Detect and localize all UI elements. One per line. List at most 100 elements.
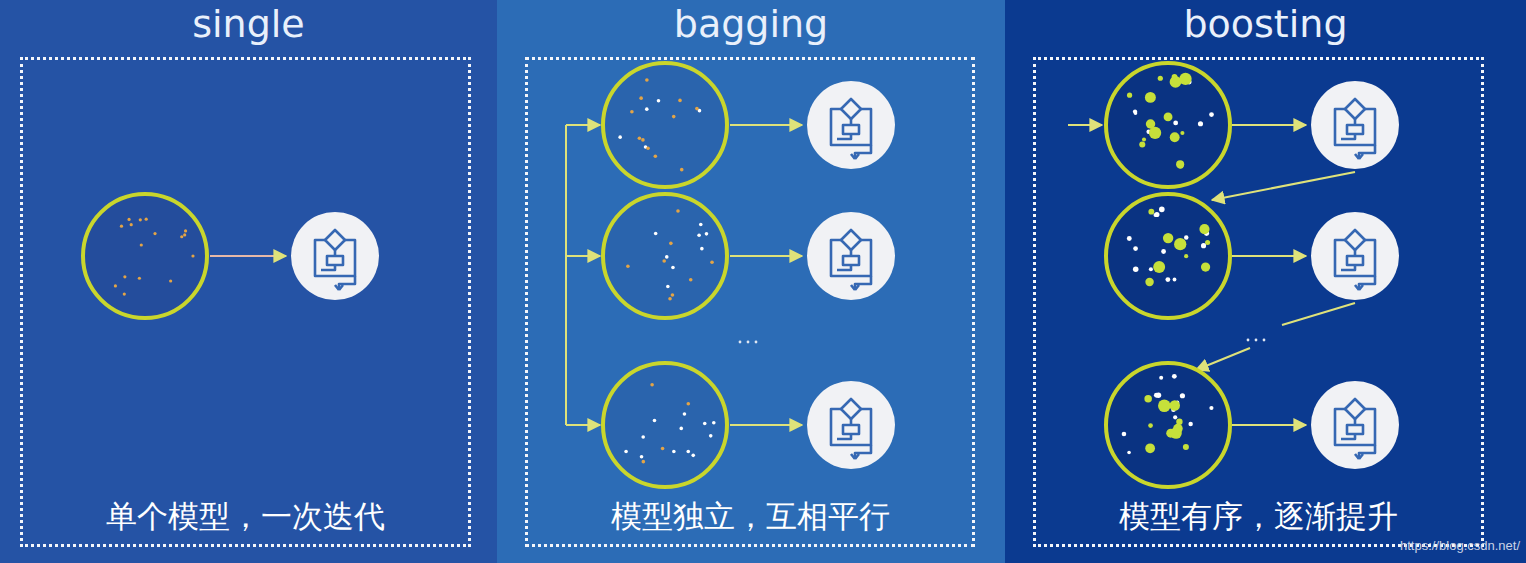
- data-point: [618, 135, 622, 139]
- data-point: [130, 223, 133, 226]
- data-point: [1154, 213, 1158, 217]
- data-point: [678, 99, 682, 103]
- data-point: [1183, 444, 1189, 450]
- data-point: [1127, 93, 1132, 98]
- data-point: [624, 450, 628, 454]
- data-point: [699, 223, 703, 227]
- data-point: [1158, 76, 1163, 81]
- data-point: [1149, 267, 1153, 271]
- data-point: [1133, 266, 1139, 272]
- data-point: [1156, 393, 1162, 399]
- data-point: [1165, 277, 1170, 282]
- data-point: [671, 266, 675, 270]
- data-point: [645, 107, 649, 111]
- panel-title: bagging: [497, 2, 1005, 46]
- data-point: [1158, 399, 1171, 412]
- data-point: [1170, 76, 1182, 88]
- data-point: [700, 247, 704, 251]
- data-point: [672, 115, 676, 119]
- data-point: [657, 99, 661, 103]
- data-point: [642, 460, 646, 464]
- data-point: [650, 383, 654, 387]
- data-point: [1184, 254, 1188, 258]
- data-point: [1122, 432, 1127, 437]
- data-point: [1205, 240, 1210, 245]
- data-point: [697, 233, 701, 237]
- data-point: [138, 277, 141, 280]
- data-point: [153, 232, 156, 235]
- data-point: [710, 260, 714, 264]
- data-point: [687, 402, 691, 406]
- data-point: [695, 107, 699, 111]
- data-point: [1145, 443, 1155, 453]
- data-point: [679, 427, 683, 431]
- data-point: [1145, 92, 1156, 103]
- data-point: [1133, 246, 1138, 251]
- data-point: [653, 419, 657, 423]
- data-point: [1198, 121, 1203, 126]
- data-point: [1153, 261, 1165, 273]
- data-point: [1127, 451, 1131, 455]
- data-point: [669, 242, 673, 246]
- data-point: [114, 284, 117, 287]
- data-point: [1209, 112, 1214, 117]
- data-point: [1188, 422, 1192, 426]
- data-point: [1134, 111, 1138, 115]
- data-point: [630, 110, 634, 114]
- panel-caption: 单个模型，一次迭代: [23, 496, 468, 538]
- data-point: [1154, 212, 1159, 217]
- data-point: [662, 259, 666, 263]
- data-point: [703, 422, 707, 426]
- data-point: [639, 96, 643, 100]
- data-point: [1145, 278, 1153, 286]
- data-point: [1176, 160, 1184, 168]
- data-point: [1127, 236, 1132, 241]
- data-point: [665, 255, 669, 259]
- data-point: [672, 450, 676, 454]
- data-point: [654, 232, 658, 236]
- panel: single 单个模型，一次迭代: [0, 0, 497, 563]
- data-point: [1159, 207, 1165, 213]
- data-point: [183, 233, 186, 236]
- dotted-frame: 单个模型，一次迭代: [20, 57, 471, 547]
- single-flow: [83, 194, 379, 318]
- data-point: [1139, 141, 1145, 147]
- data-point: [646, 146, 650, 150]
- panel-caption: 模型独立，互相平行: [528, 496, 972, 538]
- data-point: [139, 218, 142, 221]
- data-point: [1170, 427, 1182, 439]
- data-point: [709, 434, 713, 438]
- data-point: [671, 293, 675, 297]
- panel-caption: 模型有序，逐渐提升: [1036, 496, 1481, 538]
- data-point: [683, 412, 687, 416]
- data-point: [1201, 243, 1206, 248]
- data-point: [661, 447, 665, 451]
- data-point: [1148, 423, 1153, 428]
- data-point: [140, 243, 143, 246]
- data-point: [1148, 209, 1154, 215]
- panel-title: single: [0, 2, 497, 46]
- data-point: [120, 225, 123, 228]
- data-point: [641, 435, 645, 439]
- data-point: [1180, 393, 1185, 398]
- data-point: [686, 450, 690, 454]
- data-point: [180, 235, 183, 238]
- panel-ground: [0, 0, 497, 563]
- dotted-frame: 模型独立，互相平行: [525, 57, 975, 547]
- data-point: [169, 279, 172, 282]
- bagging-sets: [603, 63, 895, 487]
- data-point: [641, 138, 645, 142]
- data-point: [1173, 278, 1177, 282]
- data-point: [638, 136, 642, 140]
- data-point: [123, 292, 126, 295]
- data-point: [1174, 238, 1186, 250]
- data-point: [1173, 121, 1178, 126]
- panel-title: boosting: [1005, 2, 1526, 46]
- data-point: [184, 229, 187, 232]
- dotted-frame: 模型有序，逐渐提升: [1033, 57, 1484, 547]
- data-point: [691, 454, 695, 458]
- data-point: [626, 264, 630, 268]
- data-point: [1144, 395, 1151, 402]
